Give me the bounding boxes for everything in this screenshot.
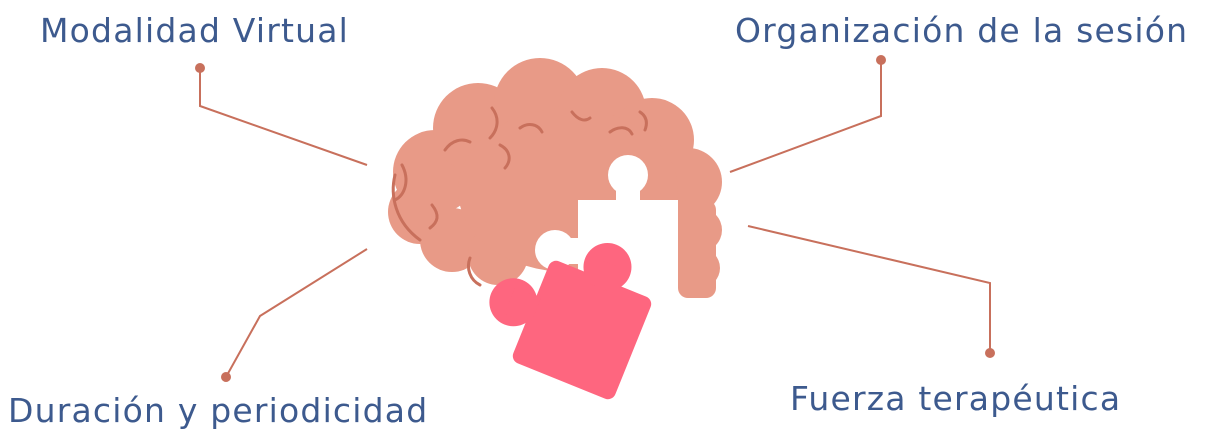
connector-dot-top-right: [876, 55, 886, 65]
connector-dot-top-left: [195, 63, 205, 73]
connector-top-right: [729, 60, 882, 173]
connector-top-left: [199, 68, 368, 166]
label-modalidad-virtual: Modalidad Virtual: [40, 11, 350, 50]
label-duracion-periodicidad: Duración y periodicidad: [8, 391, 429, 430]
connector-bottom-left: [225, 248, 368, 378]
label-fuerza-terapeutica: Fuerza terapéutica: [790, 379, 1122, 418]
connector-dot-bottom-left: [221, 372, 231, 382]
label-organizacion-sesion: Organización de la sesión: [735, 11, 1189, 50]
connector-bottom-right: [747, 225, 991, 353]
connector-dot-bottom-right: [985, 348, 995, 358]
brain-with-puzzle-icon: [388, 58, 722, 400]
